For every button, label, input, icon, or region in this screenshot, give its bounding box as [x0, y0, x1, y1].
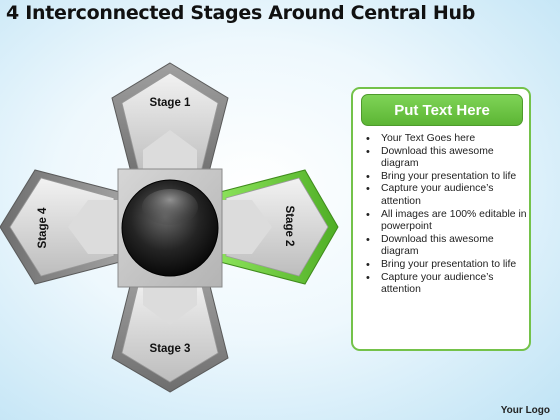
central-hub-sphere	[121, 179, 219, 277]
list-item: Capture your audience’s attention	[363, 272, 528, 297]
stage-1-label: Stage 1	[150, 97, 192, 109]
list-item: Bring your presentation to life	[363, 259, 528, 272]
stage-3-label: Stage 3	[150, 343, 191, 355]
list-item: All images are 100% editable in powerpoi…	[363, 209, 528, 234]
stage-2-arrow	[219, 169, 339, 285]
stage-3-arrow	[111, 269, 229, 393]
stage-4-label: Stage 4	[37, 207, 49, 249]
list-item: Download this awesome diagram	[363, 146, 528, 171]
list-item: Your Text Goes here	[363, 133, 528, 146]
stage-1-arrow	[111, 62, 229, 185]
list-item: Download this awesome diagram	[363, 234, 528, 259]
list-item: Capture your audience’s attention	[363, 183, 528, 208]
stage-2-label: Stage 2	[283, 206, 295, 247]
page-title: 4 Interconnected Stages Around Central H…	[6, 2, 476, 24]
stage-4-arrow	[0, 169, 121, 285]
list-item: Bring your presentation to life	[363, 171, 528, 184]
bullet-list: Your Text Goes here Download this awesom…	[363, 133, 528, 297]
text-panel: Put Text Here Your Text Goes here Downlo…	[351, 87, 531, 351]
logo-text: Your Logo	[500, 405, 550, 416]
panel-header: Put Text Here	[361, 94, 523, 126]
